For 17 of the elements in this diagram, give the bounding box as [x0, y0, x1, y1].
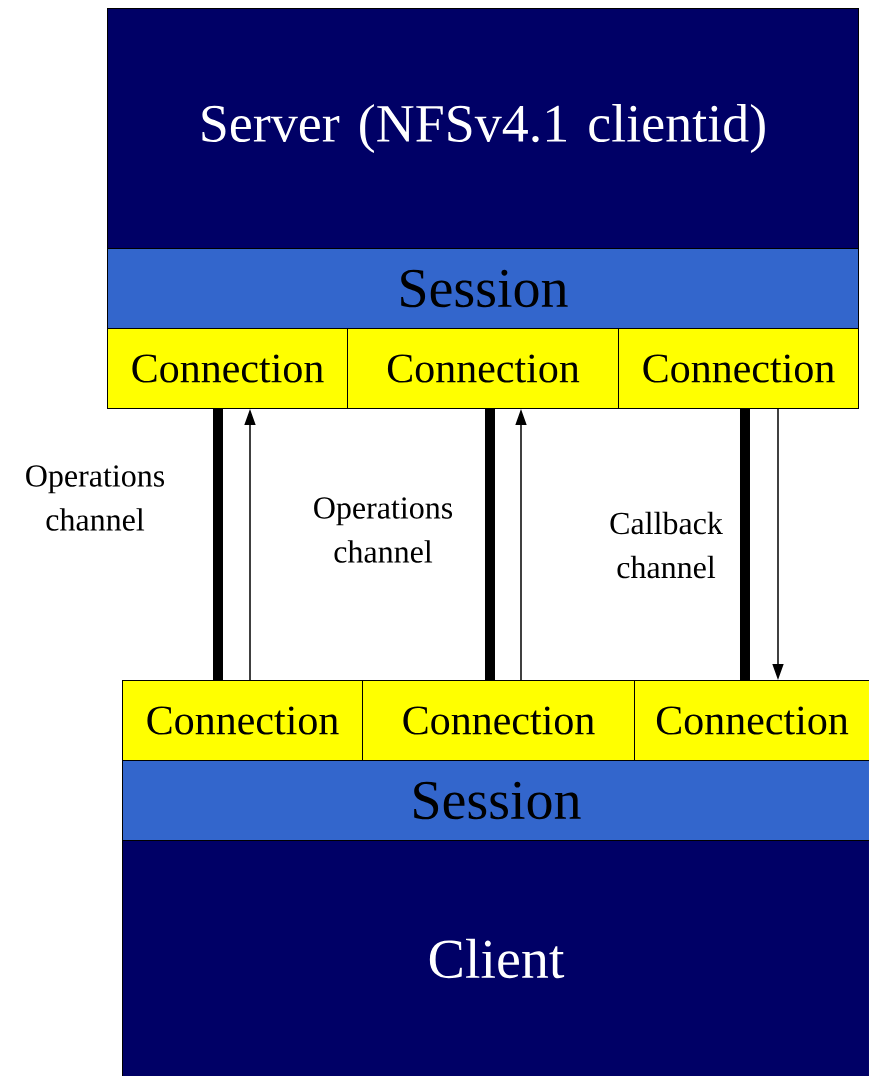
connector-line: [485, 409, 495, 680]
connector-line: [740, 409, 750, 680]
edge-label: Operations channel: [314, 497, 453, 563]
server-box: Server (NFSv4.1 clientid): [107, 8, 859, 249]
connection-box: Connection: [347, 328, 619, 409]
connection-box: Connection: [362, 680, 635, 761]
connection-box: Connection: [122, 680, 363, 761]
edge-label: Callback channel: [610, 511, 723, 579]
edge-label: Operations channel: [26, 465, 165, 531]
session-band: Session: [122, 760, 869, 841]
node-label: Connection: [656, 706, 849, 735]
session-band: Session: [107, 248, 859, 329]
connection-box: Connection: [634, 680, 869, 761]
client-box: Client: [122, 840, 869, 1076]
connection-box: Connection: [618, 328, 859, 409]
connector-line: [213, 409, 223, 680]
connection-box: Connection: [107, 328, 348, 409]
